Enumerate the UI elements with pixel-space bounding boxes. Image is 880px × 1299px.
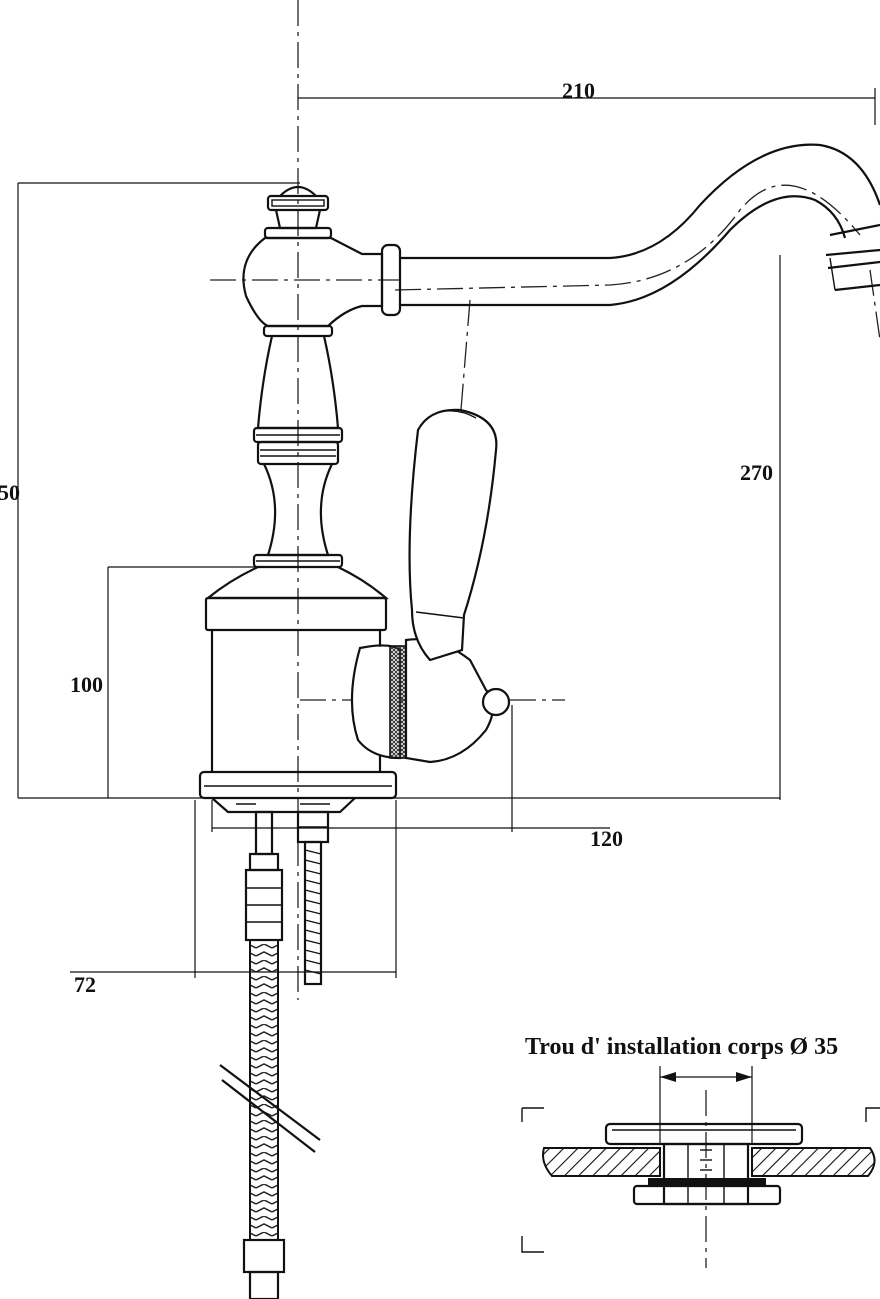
- dimension-lines: [17, 88, 876, 978]
- mounting-fittings: [211, 797, 356, 1299]
- faucet-body: [198, 185, 398, 800]
- dim-label-72: 72: [74, 972, 96, 997]
- lever-handle: [350, 408, 511, 764]
- dim-label-350: 350: [0, 480, 20, 505]
- dim-label-210: 210: [562, 78, 595, 103]
- dim-label-100: 100: [70, 672, 103, 697]
- dim-label-120: 120: [590, 826, 623, 851]
- dim-label-270: 270: [740, 460, 773, 485]
- spout: [380, 143, 880, 317]
- installation-hole-detail: [521, 1066, 880, 1268]
- installation-hole-caption: Trou d' installation corps Ø 35: [525, 1034, 838, 1060]
